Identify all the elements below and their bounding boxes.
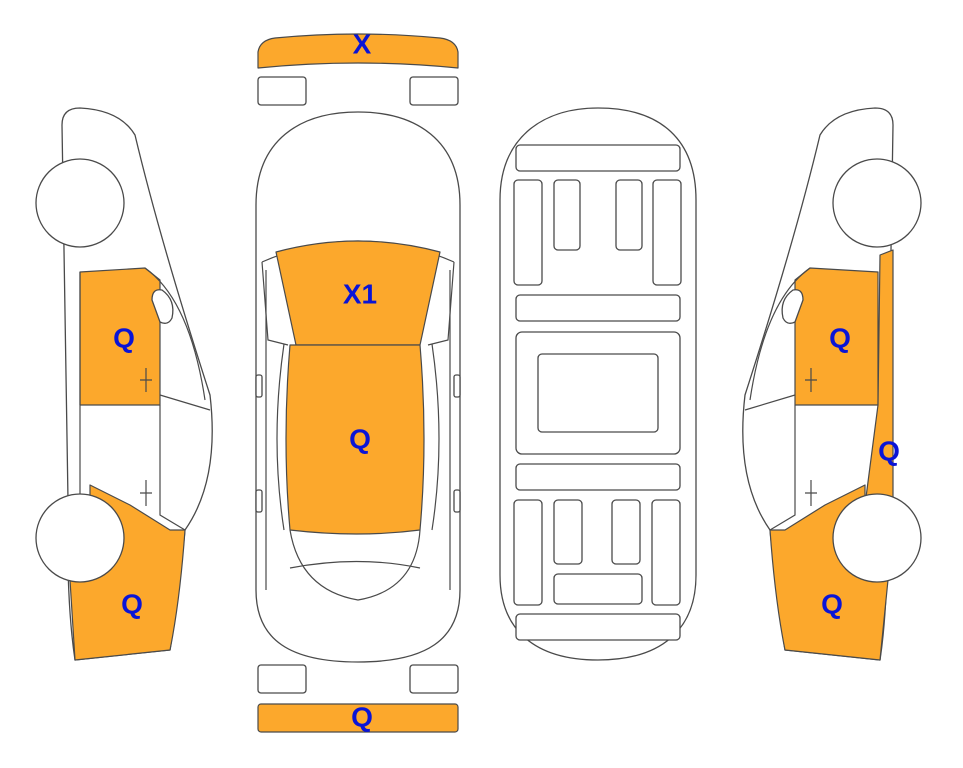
left-belt-line xyxy=(159,394,211,411)
underbody-part xyxy=(615,179,643,251)
underbody-part xyxy=(553,179,581,251)
left-mirror xyxy=(151,289,174,324)
underbody-part xyxy=(652,179,682,286)
front-bumper-panel[interactable] xyxy=(257,33,459,69)
underbody-part xyxy=(553,573,643,605)
right-belt-line xyxy=(744,394,796,411)
left-window-line xyxy=(144,267,206,401)
left-front-wheel xyxy=(35,158,125,248)
hood-label: X1 xyxy=(343,278,377,309)
left-side-view xyxy=(35,107,213,661)
underbody-part xyxy=(553,499,583,565)
front-left-lamp xyxy=(257,76,307,106)
underbody-part xyxy=(513,499,543,606)
front-bumper-label: X xyxy=(353,28,372,59)
underbody-part xyxy=(515,144,681,172)
right-door-split xyxy=(769,405,796,531)
right-window-line xyxy=(749,267,811,401)
top-side-window-left xyxy=(276,343,285,531)
top-handle-right xyxy=(453,489,461,513)
top-trunk-line xyxy=(289,560,421,569)
left-front-handle xyxy=(140,368,152,392)
underbody-part xyxy=(611,499,641,565)
right-rear-wheel xyxy=(832,493,922,583)
top-rear-window xyxy=(289,529,421,601)
underbody-part xyxy=(651,499,681,606)
top-mirror-left xyxy=(255,374,263,398)
top-view xyxy=(255,33,461,733)
top-mirror-right xyxy=(453,374,461,398)
underbody-part xyxy=(515,613,681,641)
underbody-part xyxy=(513,179,543,286)
underbody-view xyxy=(499,107,697,661)
right-front-wheel xyxy=(832,158,922,248)
left-rear-handle xyxy=(140,480,152,506)
front-right-lamp xyxy=(409,76,459,106)
right-front-door-label: Q xyxy=(829,322,851,353)
rear-right-lamp xyxy=(409,664,459,694)
top-a-pillar-right xyxy=(427,261,455,346)
hood-panel[interactable] xyxy=(275,240,441,346)
top-side-window-right xyxy=(431,343,440,531)
right-mirror xyxy=(781,289,804,324)
right-side-view xyxy=(742,107,922,661)
rear-bumper-label: Q xyxy=(351,701,373,732)
roof-label: Q xyxy=(349,423,371,454)
left-door-split xyxy=(159,405,186,531)
right-rear-handle xyxy=(805,480,817,506)
underbody-part xyxy=(515,463,681,491)
rear-left-lamp xyxy=(257,664,307,694)
underbody-part xyxy=(537,353,659,433)
left-rear-wheel xyxy=(35,493,125,583)
rear-bumper-panel[interactable] xyxy=(257,703,459,733)
right-pillar-label: Q xyxy=(878,435,900,466)
damage-labels: X X1 Q Q Q Q Q Q Q xyxy=(113,28,900,732)
right-front-handle xyxy=(805,368,817,392)
right-rear-quarter-label: Q xyxy=(821,588,843,619)
underbody-part xyxy=(515,294,681,322)
left-rear-quarter-label: Q xyxy=(121,588,143,619)
left-front-door-label: Q xyxy=(113,322,135,353)
roof-panel[interactable] xyxy=(285,344,425,535)
top-a-pillar-left xyxy=(261,261,289,346)
top-handle-left xyxy=(255,489,263,513)
